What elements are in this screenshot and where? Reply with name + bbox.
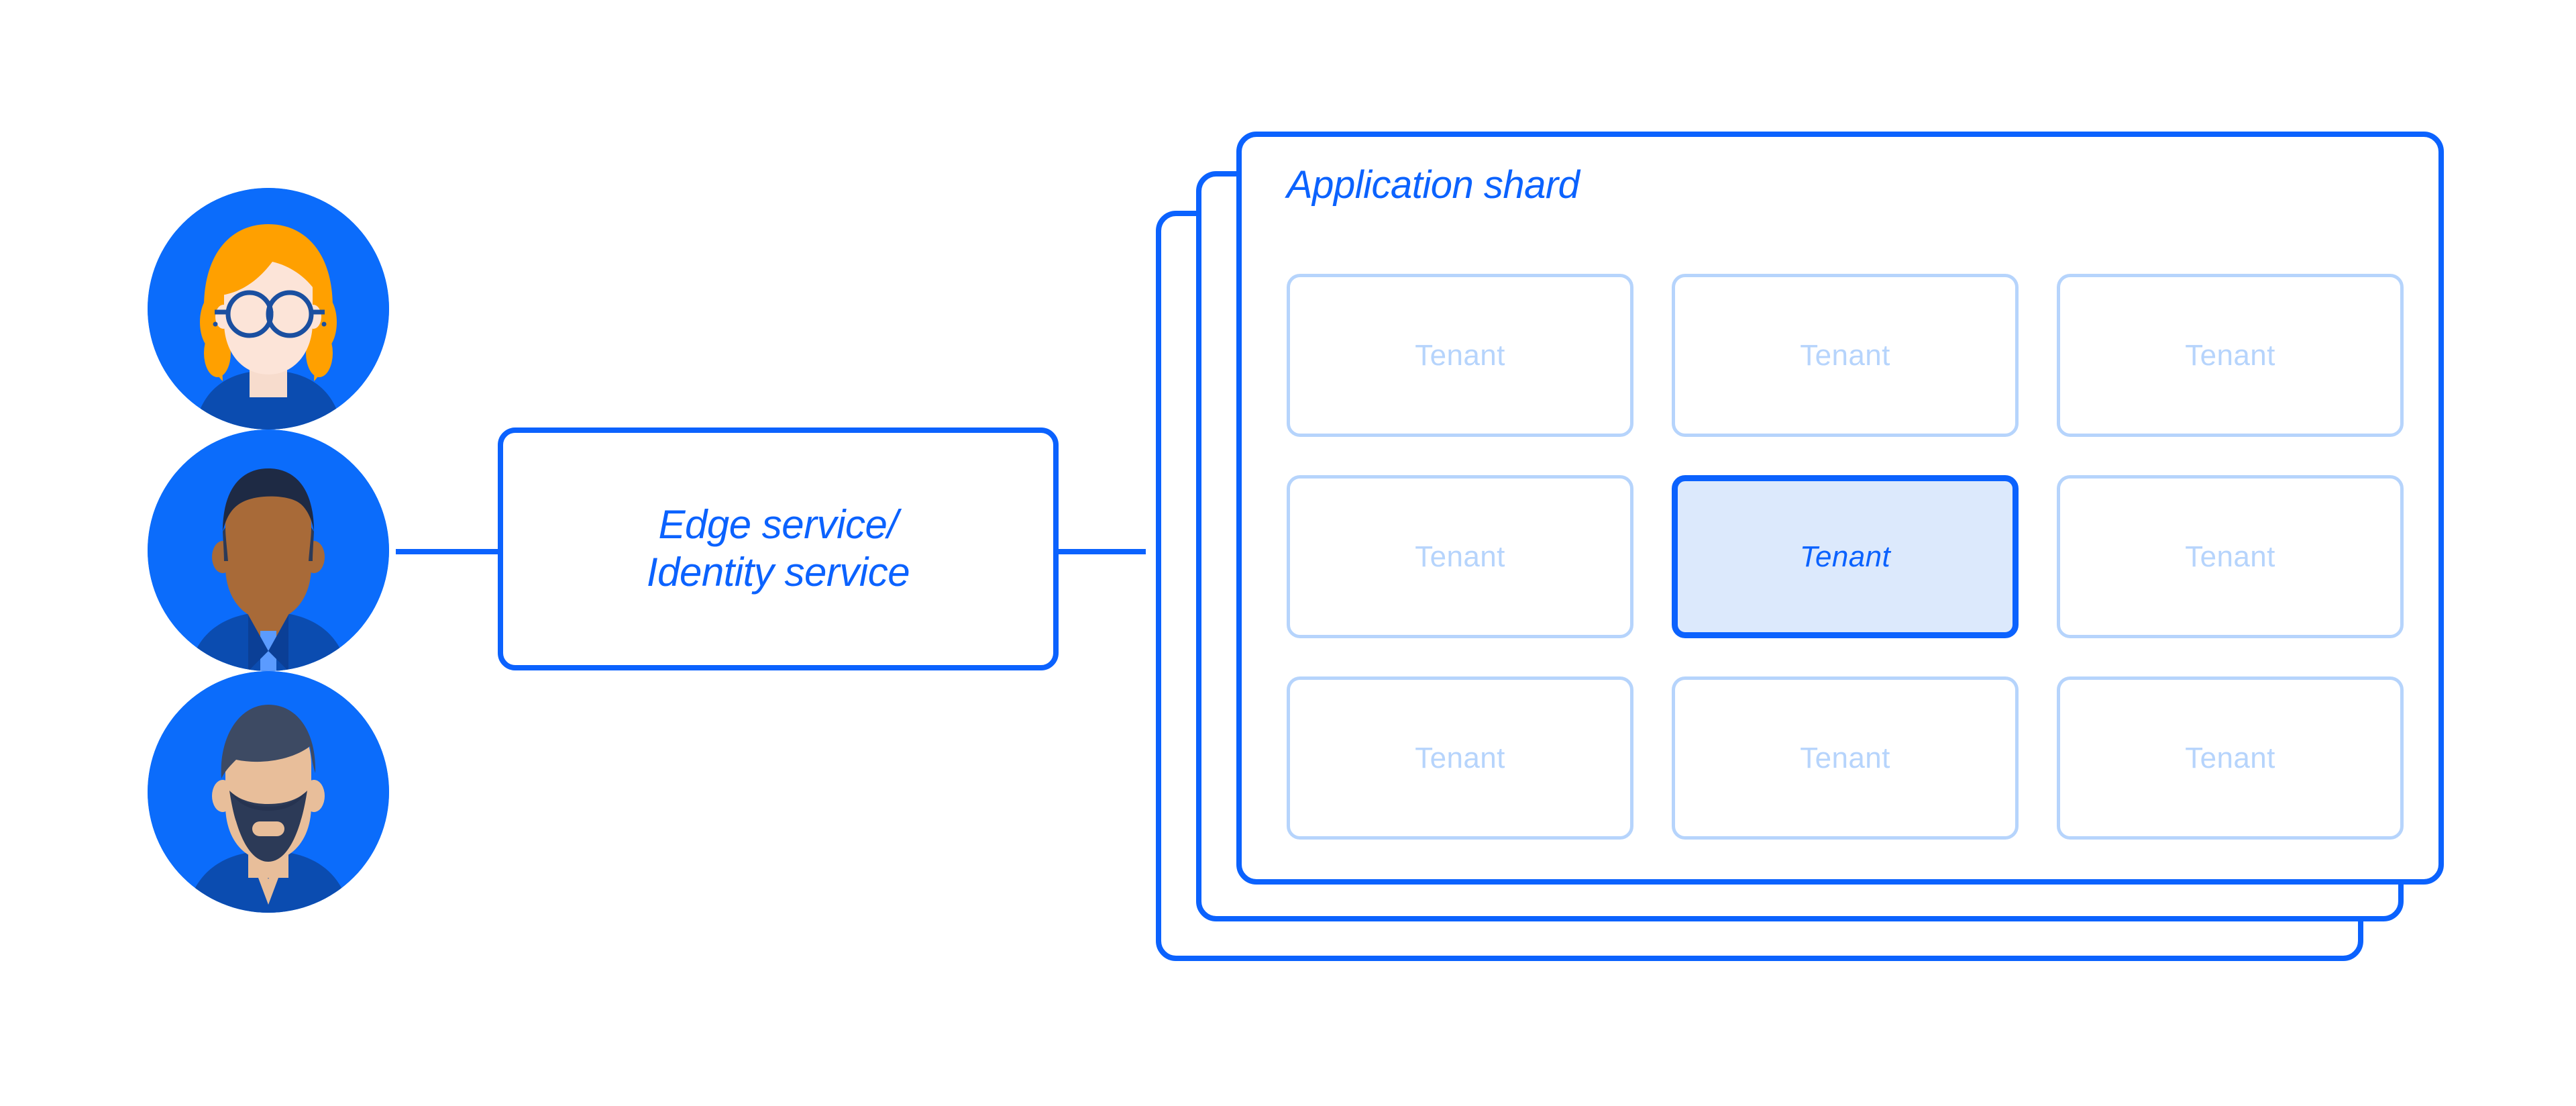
- tenant-cell[interactable]: Tenant: [2057, 475, 2404, 638]
- tenant-label: Tenant: [1800, 338, 1890, 372]
- avatar-man-beard: [148, 671, 389, 913]
- tenant-label: Tenant: [1415, 741, 1505, 774]
- tenant-cell[interactable]: Tenant: [1672, 676, 2019, 840]
- tenant-grid: Tenant Tenant Tenant Tenant Tenant Tenan…: [1287, 274, 2404, 840]
- tenant-label: Tenant: [1800, 741, 1890, 774]
- tenant-cell[interactable]: Tenant: [1672, 274, 2019, 437]
- tenant-label: Tenant: [1415, 338, 1505, 372]
- connector-edge-service-to-shard: [1059, 549, 1146, 554]
- connector-users-to-edge-service: [396, 549, 503, 554]
- edge-service-line-2: Identity service: [646, 550, 910, 595]
- tenant-label: Tenant: [2185, 741, 2275, 774]
- tenant-label: Tenant: [1415, 540, 1505, 573]
- avatar-woman-glasses: [148, 188, 389, 430]
- application-shard-title: Application shard: [1287, 163, 1580, 207]
- tenant-cell[interactable]: Tenant: [2057, 274, 2404, 437]
- tenant-cell[interactable]: Tenant: [2057, 676, 2404, 840]
- tenant-cell-active[interactable]: Tenant: [1672, 475, 2019, 638]
- application-shard-card[interactable]: Application shard Tenant Tenant Tenant T…: [1236, 132, 2444, 885]
- tenant-label: Tenant: [1799, 540, 1891, 573]
- edge-service-label: Edge service/ Identity service: [647, 501, 910, 597]
- avatar-man-short-hair-art: [148, 430, 389, 671]
- tenant-cell[interactable]: Tenant: [1287, 475, 1633, 638]
- edge-service-box[interactable]: Edge service/ Identity service: [498, 428, 1059, 670]
- avatar-woman-glasses-art: [148, 188, 389, 430]
- edge-service-line-1: Edge service/: [658, 502, 898, 548]
- tenant-cell[interactable]: Tenant: [1287, 676, 1633, 840]
- tenant-label: Tenant: [2185, 338, 2275, 372]
- avatar-man-beard-art: [148, 671, 389, 913]
- avatar-man-short-hair: [148, 430, 389, 671]
- tenant-cell[interactable]: Tenant: [1287, 274, 1633, 437]
- tenant-label: Tenant: [2185, 540, 2275, 573]
